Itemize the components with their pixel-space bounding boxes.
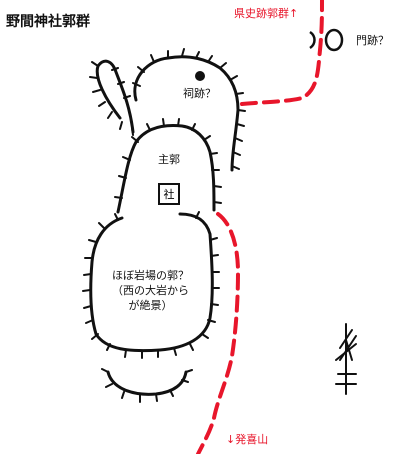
label-shrine-ruin: 祠跡？ (183, 87, 216, 100)
north-enclosure-outline (133, 55, 240, 172)
label-to-hakki: ↓発喜山 (226, 433, 269, 446)
label-main-enclosure: 主郭 (158, 153, 180, 166)
label-prefectural-ruins: 県史跡郭群↑ (234, 7, 299, 20)
lower-arc-outline (106, 370, 188, 396)
south-enclosure-outline (89, 212, 214, 353)
shrine-ruin-marker (195, 71, 205, 81)
shrine-symbol: 社 (158, 183, 180, 205)
trail-to-prefectural-ruins (240, 0, 324, 106)
note-line-3: が絶景） (128, 299, 173, 312)
main-enclosure-outline (116, 124, 216, 214)
map-title: 野間神社郭群 (6, 14, 90, 30)
note-line-1: ほぼ岩場の郭？ (112, 269, 189, 282)
label-gate-ruin: 門跡？ (356, 34, 389, 47)
note-line-2: （西の大岩から (112, 284, 189, 297)
north-arrow-icon (335, 323, 357, 395)
label-rocky-enclosure: ほぼ岩場の郭？ （西の大岩から が絶景） (112, 268, 189, 313)
gate-ruin-icon (309, 28, 344, 52)
trail-to-hakki (196, 212, 241, 454)
